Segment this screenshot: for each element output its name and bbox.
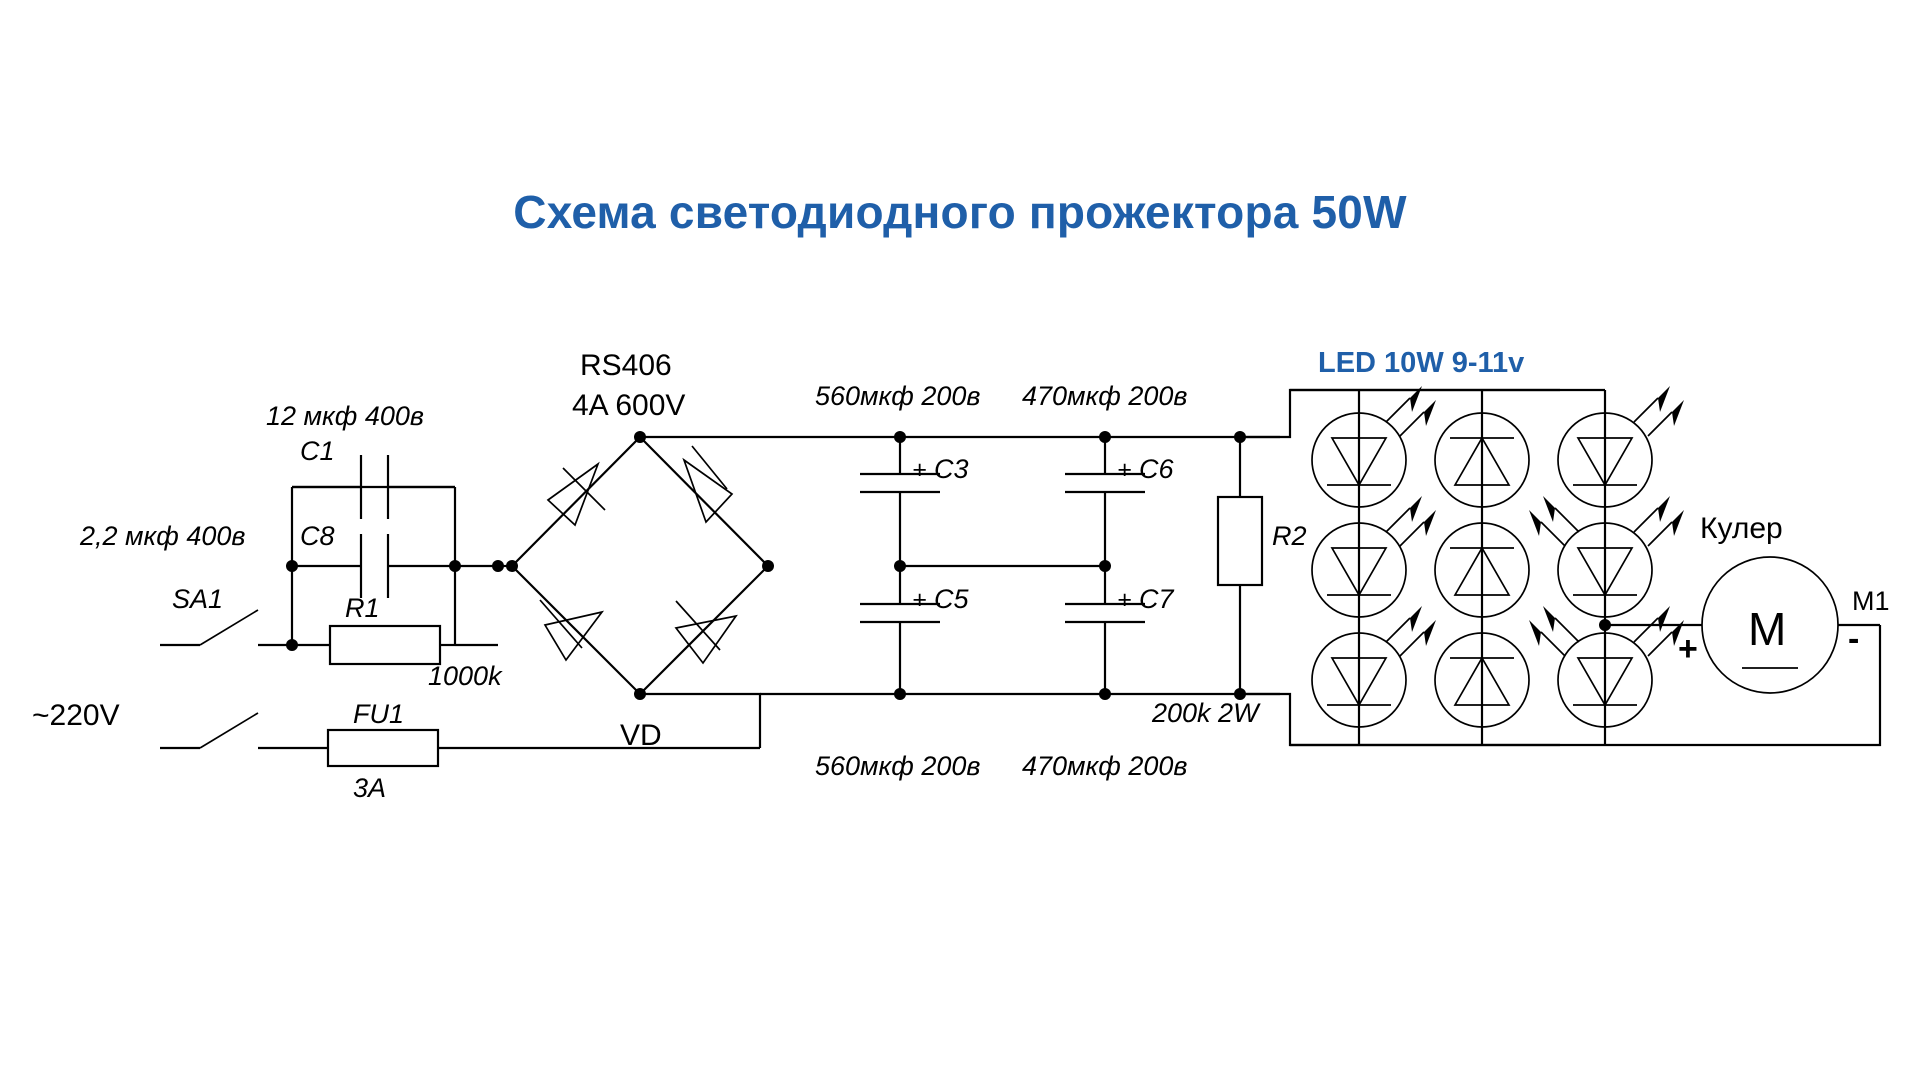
- vd-ref-label: VD: [620, 719, 662, 752]
- led-col3-row1: [1557, 412, 1653, 508]
- c3-value-label: 560мкф 200в: [815, 381, 981, 411]
- led-col2-row3: [1434, 632, 1530, 728]
- rectifier-rating-label: 4A 600V: [572, 389, 685, 422]
- cooler-plus-label: +: [1678, 630, 1698, 668]
- r1-value-label: 1000k: [428, 661, 503, 691]
- c8-ref-label: C8: [300, 521, 335, 551]
- page-title: Схема светодиодного прожектора 50W: [513, 186, 1407, 238]
- fu1-fuse: [160, 712, 760, 768]
- led-col3-row3: [1557, 632, 1653, 728]
- cooler-label: Кулер: [1700, 512, 1783, 545]
- led-col1-row1: [1311, 412, 1407, 508]
- led-array-label: LED 10W 9-11v: [1318, 347, 1524, 379]
- rectifier-part-label: RS406: [580, 349, 672, 382]
- led-col2-row2: [1434, 522, 1530, 618]
- cooler-symbol: M: [1748, 603, 1786, 655]
- cooler-minus-label: -: [1848, 620, 1859, 658]
- bridge-rectifier-vd: [506, 431, 900, 748]
- sa1-ref-label: SA1: [172, 584, 223, 614]
- mains-voltage-label: ~220V: [32, 699, 120, 732]
- led-col1-row2: [1311, 522, 1407, 618]
- c5-ref-label: C5: [934, 584, 969, 614]
- c6-polarity-label: +: [1117, 456, 1132, 484]
- led-emission-arrows: [1385, 386, 1684, 657]
- c7-polarity-label: +: [1117, 586, 1132, 614]
- cooler-ref-label: M1: [1852, 586, 1890, 616]
- c1-ref-label: C1: [300, 436, 335, 466]
- sa1-switch: [160, 609, 292, 647]
- r2-value-label: 200k 2W: [1151, 698, 1261, 728]
- c7-ref-label: C7: [1139, 584, 1174, 614]
- fu1-ref-label: FU1: [353, 699, 404, 729]
- c6-value-label: 470мкф 200в: [1022, 381, 1188, 411]
- input-filter-network: [286, 455, 512, 666]
- fu1-rating-label: 3A: [353, 773, 386, 803]
- c6-ref-label: C6: [1139, 454, 1174, 484]
- led-col1-row3: [1311, 632, 1407, 728]
- led-array: [1290, 386, 1700, 747]
- r1-ref-label: R1: [345, 593, 380, 623]
- c1-value-label: 12 мкф 400в: [266, 401, 424, 431]
- smoothing-capacitor-bank: [860, 431, 1280, 700]
- c5-polarity-label: +: [912, 586, 927, 614]
- r2-bleeder-resistor: [1216, 388, 1560, 747]
- c5-value-label: 560мкф 200в: [815, 751, 981, 781]
- c8-value-label: 2,2 мкф 400в: [79, 521, 246, 551]
- led-col2-row1: [1434, 412, 1530, 508]
- r2-ref-label: R2: [1272, 521, 1307, 551]
- c3-polarity-label: +: [912, 456, 927, 484]
- cooler-motor: [1605, 556, 1882, 747]
- c7-value-label: 470мкф 200в: [1022, 751, 1188, 781]
- c3-ref-label: C3: [934, 454, 969, 484]
- led-col3-row2: [1557, 522, 1653, 618]
